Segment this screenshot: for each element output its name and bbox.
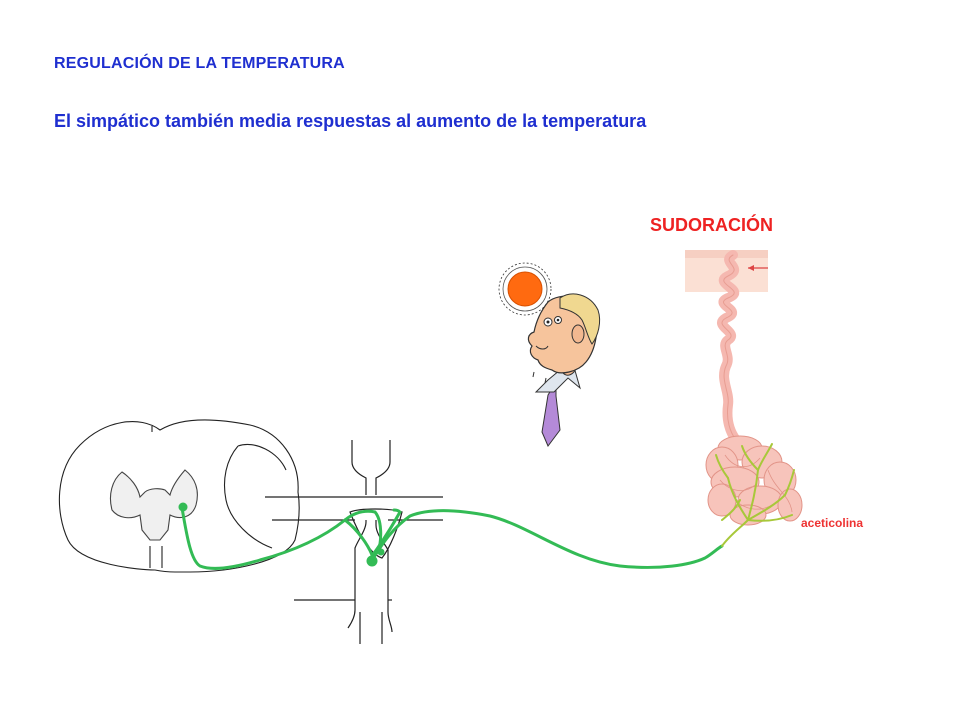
slide-title: REGULACIÓN DE LA TEMPERATURA bbox=[54, 55, 345, 72]
preganglionic-soma bbox=[178, 502, 188, 512]
neuron-pathway bbox=[180, 506, 724, 570]
sun-icon bbox=[507, 271, 543, 307]
postganglionic-soma bbox=[366, 555, 378, 567]
effector-label: SUDORACIÓN bbox=[650, 215, 774, 235]
neuron-cell-bodies bbox=[178, 502, 385, 567]
tie-icon bbox=[541, 380, 561, 447]
neurotransmitter-label: aceticolina bbox=[801, 516, 864, 530]
hot-man-icon bbox=[498, 262, 601, 447]
spinal-cord-icon bbox=[58, 419, 300, 573]
sympathetic-chain-icon bbox=[265, 440, 443, 644]
synapse-dot bbox=[377, 548, 385, 556]
slide-subtitle: El simpático también media respuestas al… bbox=[54, 111, 647, 131]
sweat-gland-icon bbox=[685, 250, 803, 547]
